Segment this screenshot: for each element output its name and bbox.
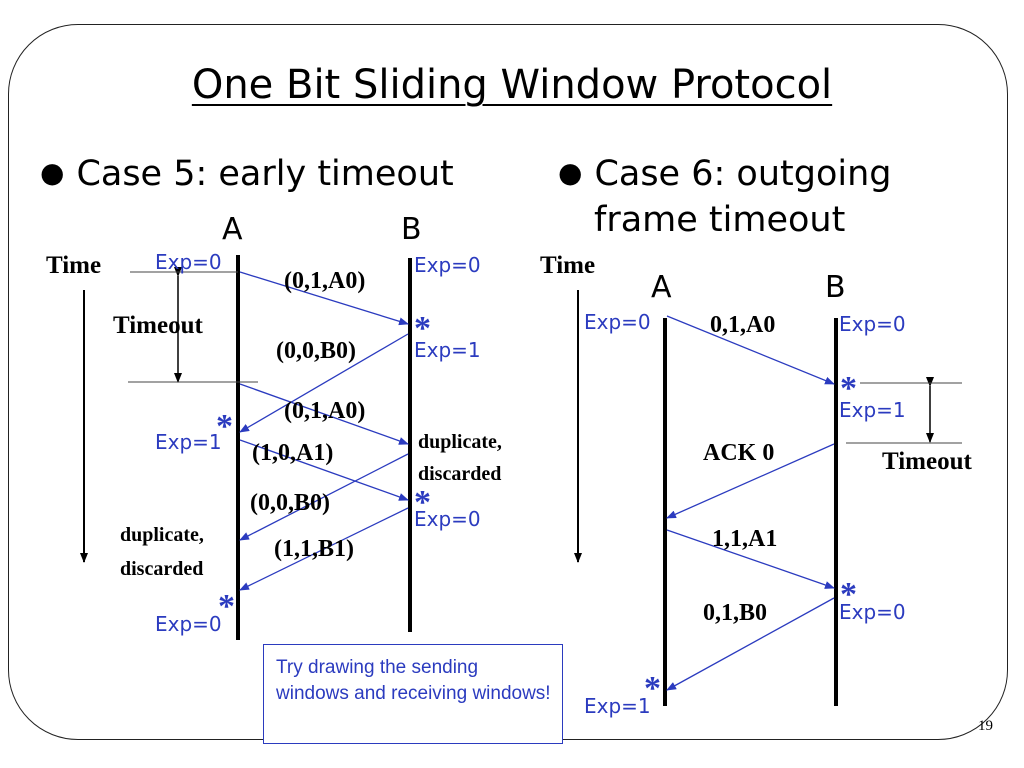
case5-a-exp-start: Exp=0 [155,250,222,274]
case5-node-b-label: B [401,212,422,247]
case5-frame-3-label: (0,1,A0) [284,398,366,424]
case5-frame-5-label: (0,0,B0) [250,490,330,516]
case5-frame-4-arrow [239,439,409,501]
case5-a-star-1: * [216,408,233,445]
case5-node-a-label: A [222,212,243,247]
case5-b-duplicate-line1: duplicate, [418,431,502,453]
case5-a-duplicate-line2: discarded [120,558,204,580]
case5-b-star-2: * [414,484,431,521]
case6-b-exp-mid: Exp=1 [839,398,906,422]
hint-note-box: Try drawing the sending windows and rece… [263,644,563,744]
case5-b-exp-end: Exp=0 [414,507,481,531]
case6-frame-3-arrow [666,529,835,589]
case6-b-star-1: * [840,370,857,407]
case5-b-duplicate-line2: discarded [418,463,502,485]
case5-b-exp-mid: Exp=1 [414,338,481,362]
case6-time-label: Time [540,252,596,279]
case5-a-duplicate-line1: duplicate, [120,524,204,546]
case5-timeout-label: Timeout [113,312,203,339]
case5-heading: ●Case 5: early timeout [40,154,454,194]
case6-b-exp-start: Exp=0 [839,312,906,336]
case5-frame-3-arrow [239,383,409,445]
case5-frame-1-arrow [239,271,409,326]
case6-a-exp-end: Exp=1 [584,694,651,718]
case6-frame-2-label: ACK 0 [703,440,775,466]
case5-a-exp-end: Exp=0 [155,612,222,636]
case5-b-star-1: * [414,310,431,347]
case6-frame-4-arrow [666,597,835,691]
case5-frame-4-label: (1,0,A1) [252,440,334,466]
case6-frame-2-arrow [666,443,835,519]
slide-title: One Bit Sliding Window Protocol [191,62,833,108]
case6-frame-1-arrow [666,315,835,385]
case5-frame-6-label: (1,1,B1) [274,536,354,562]
case6-node-a-label: A [651,270,672,305]
case5-a-exp-mid: Exp=1 [155,430,222,454]
case6-node-b-label: B [825,270,846,305]
case5-frame-2-label: (0,0,B0) [276,338,356,364]
case5-frame-6-arrow [239,507,409,591]
case5-a-star-2: * [218,588,235,625]
case5-time-label: Time [46,252,102,279]
case6-frame-3-label: 1,1,A1 [712,526,778,552]
case6-a-exp-start: Exp=0 [584,310,651,334]
case6-frame-1-label: 0,1,A0 [710,312,776,338]
case6-a-star: * [644,670,661,707]
case5-frame-1-label: (0,1,A0) [284,268,366,294]
case5-frame-5-arrow [239,453,409,541]
case6-frame-4-label: 0,1,B0 [703,600,768,626]
case5-b-exp-start: Exp=0 [414,253,481,277]
case5-frame-2-arrow [239,333,409,433]
case6-b-exp-end: Exp=0 [839,600,906,624]
case6-b-star-2: * [840,576,857,613]
case6-timeout-label: Timeout [882,448,972,475]
page-number: 19 [978,718,993,734]
